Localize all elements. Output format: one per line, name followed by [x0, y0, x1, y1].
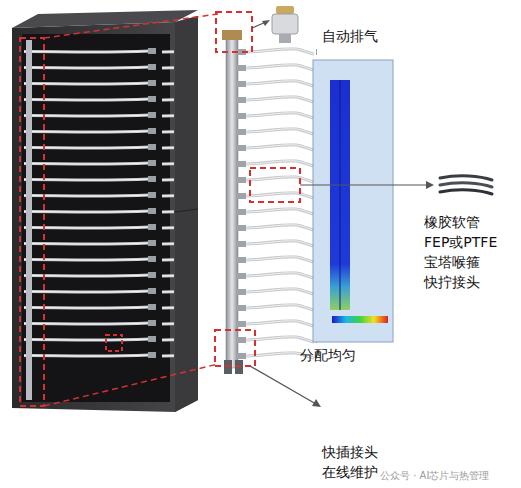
air-vent-valve [272, 6, 298, 43]
hose [440, 183, 492, 187]
highlight-box [215, 330, 255, 366]
valve-thread [279, 34, 291, 43]
cfd-field [330, 80, 350, 310]
hose [440, 176, 492, 180]
cfd-result [313, 60, 393, 342]
rack-seam [175, 209, 198, 212]
cfd-axis [340, 80, 341, 310]
rack-body [12, 16, 198, 412]
rack-side [175, 16, 198, 412]
callout-text: 自动排气 [322, 26, 412, 46]
rack-manifold [26, 40, 32, 400]
callout-text: 分配均匀 [300, 345, 390, 365]
pointer-arrow [300, 184, 428, 185]
highlight-box [250, 168, 300, 202]
highlight-box [106, 335, 122, 351]
watermark: 公众号 · AI芯片与热管理 [380, 468, 520, 484]
highlight-box [20, 38, 44, 406]
server-rack [12, 10, 198, 412]
hose [440, 190, 492, 194]
manifold-hoses [237, 44, 317, 364]
zoom-leaders [44, 14, 218, 406]
callout-text: 橡胶软管 FEP或PTFE 宝塔喉箍 快拧接头 [424, 212, 512, 292]
vent-valve-fitting [222, 30, 242, 40]
zoom-leader [44, 364, 218, 406]
rack-top [12, 10, 198, 28]
manifold-pipe [226, 34, 238, 368]
arrow-head [312, 399, 321, 407]
pointer-arrow [250, 366, 316, 404]
arrow-head [262, 20, 270, 26]
valve-body [272, 14, 298, 34]
cfd-panel [313, 60, 393, 342]
highlight-box [216, 12, 252, 52]
rack-hoses [24, 44, 174, 366]
colorbar [332, 316, 388, 323]
zoom-leader [44, 14, 218, 38]
manifold [215, 12, 317, 374]
arrow-head [426, 181, 434, 189]
hose-sample [440, 176, 492, 194]
valve-cap [276, 6, 294, 14]
callout-text: 快插接头 在线维护 [322, 442, 388, 482]
